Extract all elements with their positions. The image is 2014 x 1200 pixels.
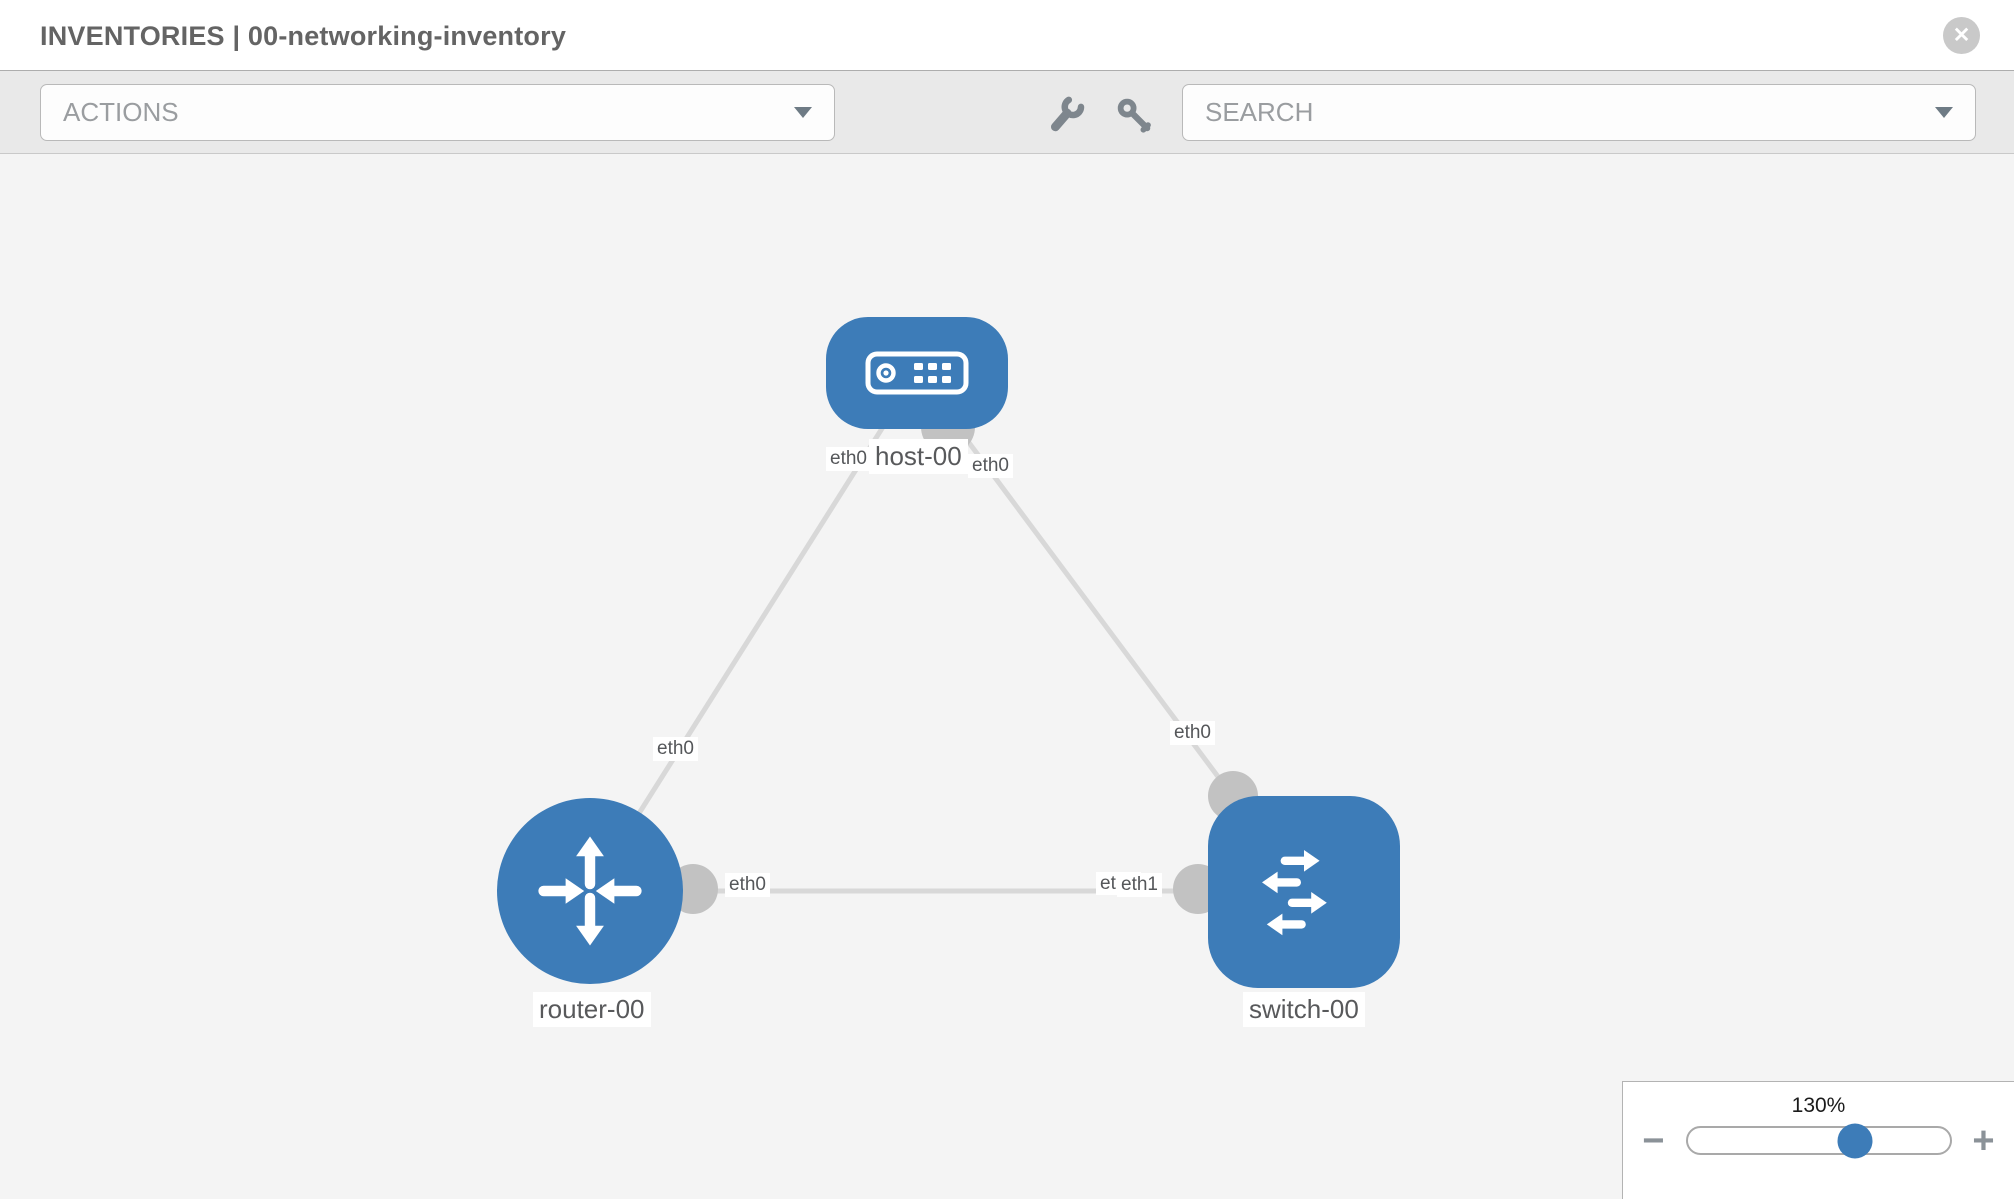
zoom-level-value: 130% [1791,1094,1846,1117]
chevron-down-icon [1935,107,1953,118]
topology-links-layer [587,371,1307,914]
page-title: INVENTORIES | 00-networking-inventory [40,21,567,51]
iface-label-router-eth0-uplink: eth0 [653,737,698,761]
zoom-in-button[interactable]: + [1972,1119,1995,1162]
node-host-00[interactable] [826,317,1008,429]
actions-dropdown-label: ACTIONS [63,97,179,127]
node-label-host-00: host-00 [869,439,968,474]
iface-label-host-eth0-right: eth0 [968,454,1013,478]
node-label-switch-00: switch-00 [1243,992,1365,1027]
header: INVENTORIES | 00-networking-inventory ✕ [0,0,2014,71]
switch-icon [1262,850,1327,936]
wrench-icon[interactable] [1046,95,1086,135]
iface-label-switch-eth0: eth0 [1170,721,1215,745]
chevron-down-icon [794,107,812,118]
iface-label-host-eth0-left: eth0 [826,447,871,471]
search-input[interactable] [1205,97,1921,128]
toolbar: ACTIONS [0,71,2014,154]
iface-label-switch-eth1: eth1 [1117,873,1162,897]
topology-canvas[interactable]: host-00 router-00 switch-00 eth0 eth0 et… [0,154,2014,1199]
host-icon [865,351,969,395]
node-switch-00[interactable] [1208,796,1400,988]
zoom-slider-handle[interactable] [1837,1123,1873,1158]
close-icon[interactable]: ✕ [1943,17,1980,54]
search-box[interactable] [1182,84,1976,141]
iface-label-switch-overlapping: eth0 eth1 [1096,872,1162,897]
zoom-slider-track[interactable] [1685,1123,1952,1158]
node-label-router-00: router-00 [533,992,651,1027]
iface-label-router-eth0: eth0 [725,873,770,897]
zoom-out-button[interactable]: − [1642,1119,1665,1162]
actions-dropdown[interactable]: ACTIONS [40,84,835,141]
close-icon-glyph: ✕ [1952,24,1971,47]
node-router-00[interactable] [497,798,683,984]
zoom-panel: 130% − + [1622,1081,2014,1199]
router-icon [538,836,642,946]
key-icon[interactable] [1114,95,1154,135]
